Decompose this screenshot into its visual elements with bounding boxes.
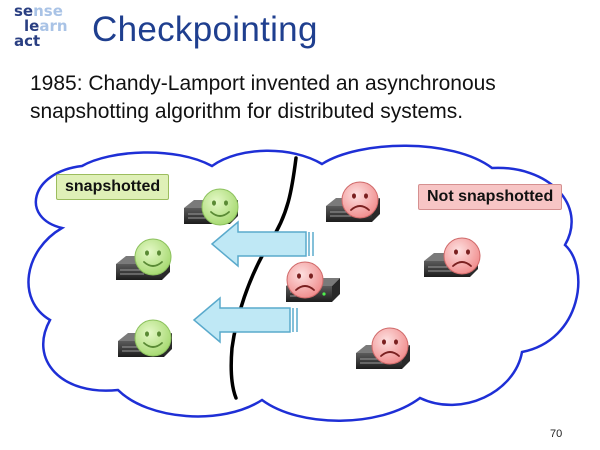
body-line-1: 1985: Chandy-Lamport invented an asynchr…: [30, 72, 496, 95]
sad-face-icon: [443, 237, 481, 275]
sad-face-icon: [341, 181, 379, 219]
message-arrow-lower: [192, 296, 298, 344]
sense-learn-act-logo: sense learn act: [14, 2, 68, 50]
sad-face-icon: [286, 261, 324, 299]
happy-face-icon: [134, 319, 172, 357]
not-snapshotted-label: Not snapshotted: [418, 184, 563, 210]
page-number: 70: [550, 428, 563, 440]
slide-title: Checkpointing: [92, 10, 318, 49]
slide-body: 1985: Chandy-Lamport invented an asynchr…: [30, 70, 590, 126]
sad-face-icon: [371, 327, 409, 365]
cloud-outline: [27, 144, 580, 422]
happy-face-icon: [201, 188, 239, 226]
snapshot-cut-line: [229, 156, 298, 400]
message-arrow-upper: [210, 220, 314, 268]
snapshotted-label: snapshotted: [56, 174, 170, 200]
happy-face-icon: [134, 238, 172, 276]
body-line-2: snapshotting algorithm for distributed s…: [30, 100, 464, 123]
